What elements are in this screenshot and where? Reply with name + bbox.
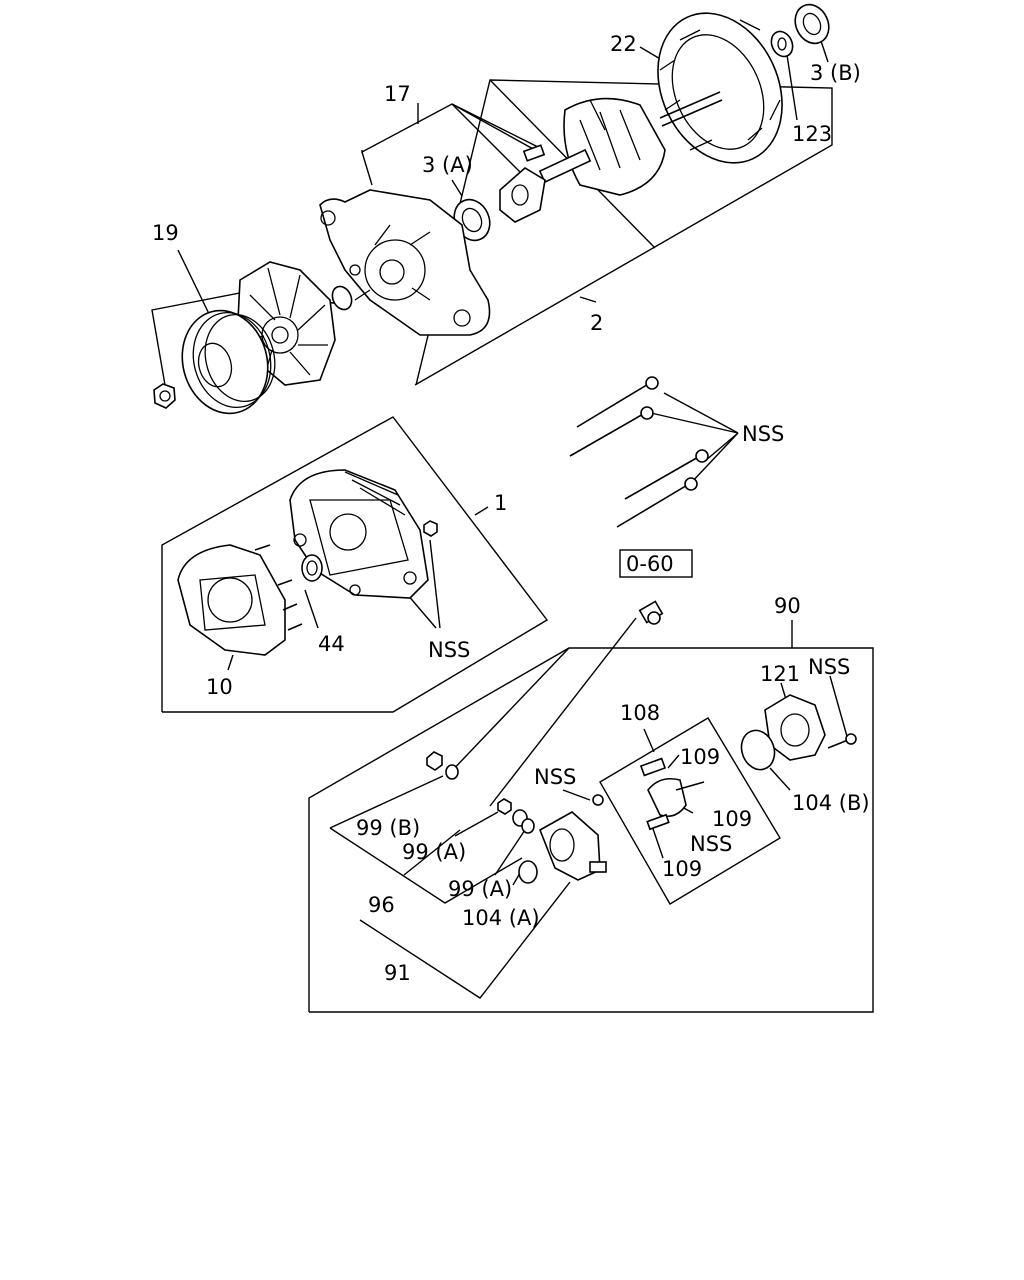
label-99a-2: 99 (A) [448,877,512,901]
reference-box-label: 0-60 [626,552,674,576]
label-3b: 3 (B) [810,61,861,85]
label-104b: 104 (B) [792,791,870,815]
label-96: 96 [368,893,395,917]
brush-holder-illustration [639,757,705,831]
seal-ring-illustration [331,285,353,311]
oring-104b-illustration [740,729,776,771]
label-99b: 99 (B) [356,816,420,840]
frame-nut-illustration [423,520,438,537]
terminal-bolt-96-illustration [497,798,512,815]
through-bolts-illustration [569,376,709,528]
label-nss-regulator: NSS [534,765,576,789]
label-nss-frame: NSS [428,638,470,662]
label-90: 90 [774,594,801,618]
rear-frame-illustration [289,469,429,599]
oring-104a-illustration [518,860,538,884]
label-44: 44 [318,632,345,656]
bearing-3b-illustration [794,3,830,45]
label-91: 91 [384,961,411,985]
label-10: 10 [206,675,233,699]
label-121: 121 [760,662,800,686]
label-104a: 104 (A) [462,906,540,930]
pulley-nut-illustration [153,383,176,409]
retainer-plate-illustration [499,144,546,223]
label-123: 123 [792,122,832,146]
label-109-c: 109 [662,857,702,881]
label-2: 2 [590,311,603,335]
label-nss-brush: NSS [690,832,732,856]
label-1: 1 [494,491,507,515]
label-19: 19 [152,221,179,245]
spacer-123-illustration [770,30,794,58]
callout-labels: 17 22 3 (B) 3 (A) 123 19 2 NSS 1 44 NSS … [152,32,870,985]
label-nss-bolts: NSS [742,422,784,446]
bushing-44-illustration [301,554,323,582]
pulley-illustration [181,309,276,415]
label-nss-cover: NSS [808,655,850,679]
front-frame-illustration [319,189,491,336]
terminal-nut-illustration [426,751,443,771]
washers-illustration [445,764,535,834]
label-109-b: 109 [712,807,752,831]
terminal-bolt-illustration [638,600,664,625]
cover-screw-illustration [827,733,857,749]
regulator-illustration [538,794,607,881]
rotor-illustration [538,91,723,196]
label-99a-1: 99 (A) [402,840,466,864]
label-3a: 3 (A) [422,153,473,177]
rectifier-illustration [177,544,303,656]
label-108: 108 [620,701,660,725]
label-22: 22 [610,32,637,56]
label-109-a: 109 [680,745,720,769]
label-17: 17 [384,82,411,106]
